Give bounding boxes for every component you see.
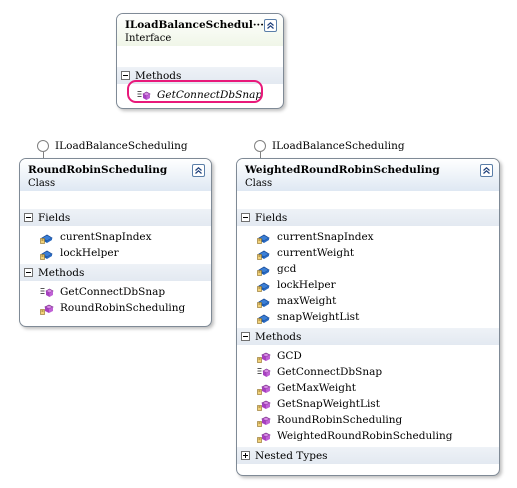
- method-icon: [40, 301, 54, 315]
- method-label: GCD: [277, 350, 302, 362]
- lollipop-stem: [43, 152, 44, 158]
- interface-stereotype: Interface: [125, 33, 172, 44]
- methods-section: Methods GCD GetConnectDbSnap GetMaxWeigh…: [237, 328, 499, 447]
- fields-section-header[interactable]: Fields: [237, 209, 499, 226]
- interface-header: ILoadBalanceSchedul··· Interface: [117, 14, 283, 46]
- interface-method-item[interactable]: GetConnectDbSnap: [137, 87, 283, 103]
- field-item[interactable]: snapWeightList: [257, 309, 499, 325]
- lollipop-iloadbalancescheduling-left: ILoadBalanceScheduling: [37, 140, 188, 152]
- class-header: RoundRobinScheduling Class: [20, 159, 211, 191]
- field-label: gcd: [277, 263, 297, 275]
- method-icon: [257, 381, 271, 395]
- interface-lollipop-icon: [254, 140, 266, 152]
- minus-toggle-icon[interactable]: [121, 71, 130, 80]
- method-icon: [40, 285, 54, 299]
- field-icon: [257, 262, 271, 276]
- fields-section-label: Fields: [38, 211, 71, 224]
- class-box-roundrobinscheduling[interactable]: RoundRobinScheduling Class Fields curent…: [19, 158, 212, 327]
- class-title: RoundRobinScheduling: [28, 164, 168, 176]
- lollipop-label: ILoadBalanceScheduling: [272, 140, 405, 152]
- lollipop-label: ILoadBalanceScheduling: [55, 140, 188, 152]
- interface-title: ILoadBalanceSchedul···: [125, 19, 264, 31]
- class-stereotype: Class: [28, 178, 56, 189]
- methods-section-header[interactable]: Methods: [117, 67, 283, 84]
- method-label: RoundRobinScheduling: [60, 302, 186, 314]
- method-item[interactable]: GCD: [257, 348, 499, 364]
- field-label: snapWeightList: [277, 311, 360, 323]
- field-icon: [257, 246, 271, 260]
- fields-section: Fields curentSnapIndex lockHelper: [20, 209, 211, 264]
- field-label: lockHelper: [60, 247, 119, 259]
- minus-toggle-icon[interactable]: [241, 213, 250, 222]
- minus-toggle-icon[interactable]: [241, 332, 250, 341]
- method-item[interactable]: RoundRobinScheduling: [257, 412, 499, 428]
- lollipop-stem: [260, 152, 261, 158]
- method-item[interactable]: RoundRobinScheduling: [40, 300, 211, 316]
- field-label: currentSnapIndex: [277, 231, 374, 243]
- method-icon: [257, 413, 271, 427]
- method-label: GetConnectDbSnap: [60, 286, 166, 298]
- method-item[interactable]: GetConnectDbSnap: [40, 284, 211, 300]
- interface-methods-section: Methods GetConnectDbSnap: [117, 67, 283, 106]
- fields-section-label: Fields: [255, 211, 288, 224]
- methods-section-label: Methods: [38, 266, 85, 279]
- methods-section-header[interactable]: Methods: [237, 328, 499, 345]
- collapse-chevron-icon[interactable]: [480, 164, 493, 177]
- method-item[interactable]: WeightedRoundRobinScheduling: [257, 428, 499, 444]
- field-icon: [257, 230, 271, 244]
- method-label: GetMaxWeight: [277, 382, 356, 394]
- methods-section-label: Methods: [255, 330, 302, 343]
- fields-section-header[interactable]: Fields: [20, 209, 211, 226]
- method-icon: [257, 397, 271, 411]
- interface-lollipop-icon: [37, 140, 49, 152]
- methods-section: Methods GetConnectDbSnap RoundRobinSched…: [20, 264, 211, 319]
- plus-toggle-icon[interactable]: [241, 451, 250, 460]
- field-label: lockHelper: [277, 279, 336, 291]
- nested-types-section: Nested Types: [237, 447, 499, 464]
- field-label: currentWeight: [277, 247, 355, 259]
- field-label: curentSnapIndex: [60, 231, 152, 243]
- lollipop-iloadbalancescheduling-right: ILoadBalanceScheduling: [254, 140, 405, 152]
- class-header: WeightedRoundRobinScheduling Class: [237, 159, 499, 191]
- method-icon: [257, 349, 271, 363]
- field-icon: [40, 230, 54, 244]
- method-label: RoundRobinScheduling: [277, 414, 403, 426]
- method-item[interactable]: GetMaxWeight: [257, 380, 499, 396]
- field-item[interactable]: curentSnapIndex: [40, 229, 211, 245]
- method-label: GetConnectDbSnap: [157, 89, 263, 101]
- method-icon: [257, 365, 271, 379]
- class-stereotype: Class: [245, 178, 273, 189]
- class-title: WeightedRoundRobinScheduling: [245, 164, 440, 176]
- method-label: GetSnapWeightList: [277, 398, 380, 410]
- nested-types-label: Nested Types: [255, 449, 328, 462]
- method-item[interactable]: GetSnapWeightList: [257, 396, 499, 412]
- field-item[interactable]: currentWeight: [257, 245, 499, 261]
- method-label: GetConnectDbSnap: [277, 366, 383, 378]
- field-icon: [257, 310, 271, 324]
- highlight-annotation: [127, 80, 263, 103]
- method-label: WeightedRoundRobinScheduling: [277, 430, 453, 442]
- field-item[interactable]: maxWeight: [257, 293, 499, 309]
- class-box-weightedroundrobinscheduling[interactable]: WeightedRoundRobinScheduling Class Field…: [236, 158, 500, 476]
- method-item[interactable]: GetConnectDbSnap: [257, 364, 499, 380]
- collapse-chevron-icon[interactable]: [264, 19, 277, 32]
- field-icon: [257, 294, 271, 308]
- interface-box-iloadbalancescheduling[interactable]: ILoadBalanceSchedul··· Interface Methods…: [116, 13, 284, 109]
- minus-toggle-icon[interactable]: [24, 268, 33, 277]
- fields-section: Fields currentSnapIndex currentWeight gc…: [237, 209, 499, 328]
- collapse-chevron-icon[interactable]: [192, 164, 205, 177]
- field-label: maxWeight: [277, 295, 337, 307]
- nested-types-section-header[interactable]: Nested Types: [237, 447, 499, 464]
- methods-section-label: Methods: [135, 69, 182, 82]
- field-item[interactable]: lockHelper: [40, 245, 211, 261]
- field-icon: [40, 246, 54, 260]
- field-item[interactable]: gcd: [257, 261, 499, 277]
- field-icon: [257, 278, 271, 292]
- methods-section-header[interactable]: Methods: [20, 264, 211, 281]
- field-item[interactable]: lockHelper: [257, 277, 499, 293]
- method-icon: [257, 429, 271, 443]
- field-item[interactable]: currentSnapIndex: [257, 229, 499, 245]
- minus-toggle-icon[interactable]: [24, 213, 33, 222]
